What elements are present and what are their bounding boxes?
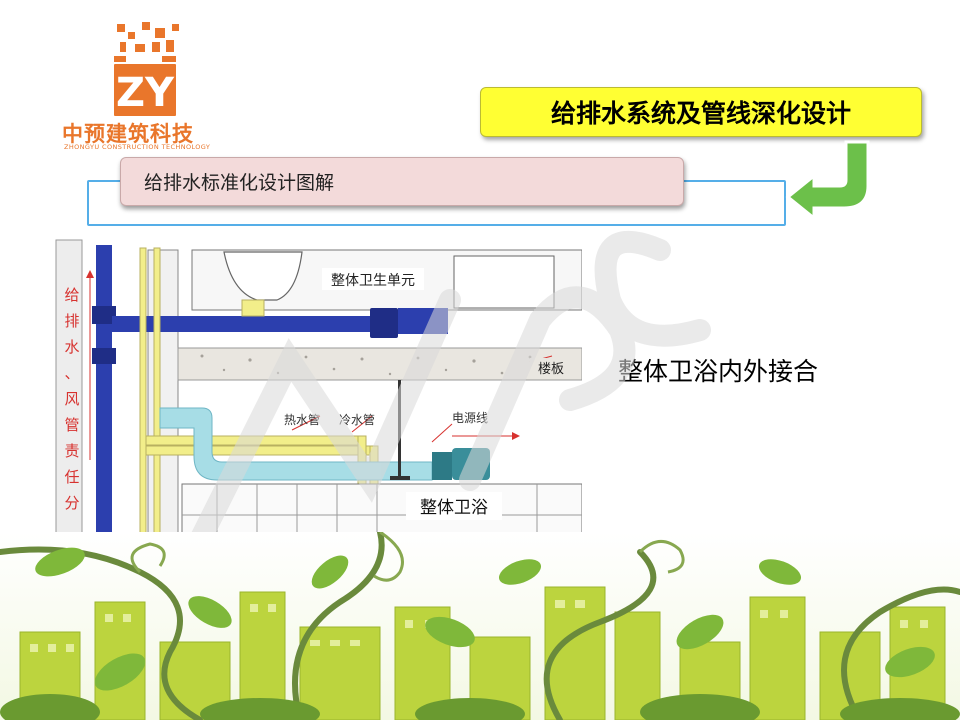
side-label-char: 任 — [64, 468, 79, 486]
hot-pipe-label: 热水管 — [284, 412, 320, 427]
logo-company-name-cn: 中预建筑科技 — [62, 122, 194, 146]
cold-pipe-label: 冷水管 — [339, 412, 375, 427]
bath-label: 整体卫浴 — [420, 498, 488, 518]
diagram-caption: 整体卫浴内外接合 — [618, 357, 819, 386]
floor-label: 楼板 — [538, 362, 564, 377]
side-label-char: 水 — [64, 338, 79, 356]
curved-arrow-icon — [785, 140, 870, 220]
page-title: 给排水系统及管线深化设计 — [550, 99, 851, 128]
side-label-char: 风 — [64, 390, 79, 408]
side-label-char: 管 — [64, 416, 79, 434]
side-label-char: 给 — [64, 286, 79, 304]
subtitle-text: 给排水标准化设计图解 — [144, 172, 335, 194]
side-label-char: 排 — [64, 312, 79, 330]
logo-company-name-en: ZHONGYU CONSTRUCTION TECHNOLOGY — [64, 143, 211, 151]
power-line-label: 电源线 — [452, 411, 488, 425]
unit-label: 整体卫生单元 — [331, 273, 415, 289]
city-vine-banner — [0, 532, 960, 720]
subtitle-box: 给排水标准化设计图解 — [120, 157, 684, 206]
side-label-char: 责 — [64, 442, 79, 460]
title-banner: 给排水系统及管线深化设计 — [480, 87, 922, 137]
zy-logo: ZY — [114, 22, 179, 116]
logo-monogram: ZY — [116, 70, 175, 116]
side-label-char: 、 — [64, 364, 79, 382]
side-label-char: 分 — [64, 494, 79, 512]
